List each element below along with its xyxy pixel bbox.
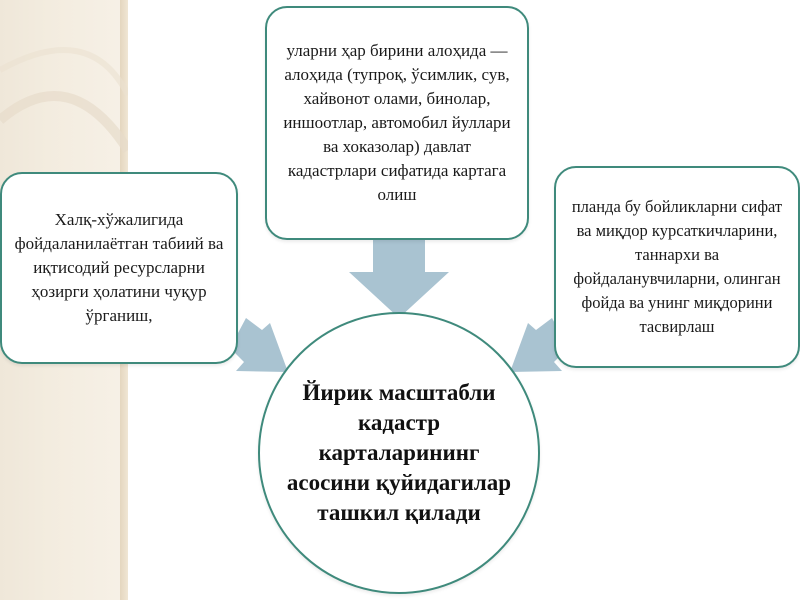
node-left-text: Халқ-хўжалигида фойдаланилаётган табиий … (14, 210, 224, 325)
background-swirl (0, 47, 128, 153)
arrow-top-to-center (349, 240, 449, 318)
center-node-text: Йирик масштабли кадастр карталарининг ас… (286, 380, 512, 525)
center-node: Йирик масштабли кадастр карталарининг ас… (258, 312, 540, 594)
arrow-left-to-center (230, 318, 288, 372)
arrow-right-to-center (510, 318, 568, 372)
node-top-text: уларни ҳар бирини алоҳида — алоҳида (туп… (283, 41, 511, 204)
node-right-text: планда бу бойликларни сифат ва миқдор ку… (571, 197, 783, 336)
node-left: Халқ-хўжалигида фойдаланилаётган табиий … (0, 172, 238, 364)
node-right: планда бу бойликларни сифат ва миқдор ку… (554, 166, 800, 368)
node-top: уларни ҳар бирини алоҳида — алоҳида (туп… (265, 6, 529, 240)
